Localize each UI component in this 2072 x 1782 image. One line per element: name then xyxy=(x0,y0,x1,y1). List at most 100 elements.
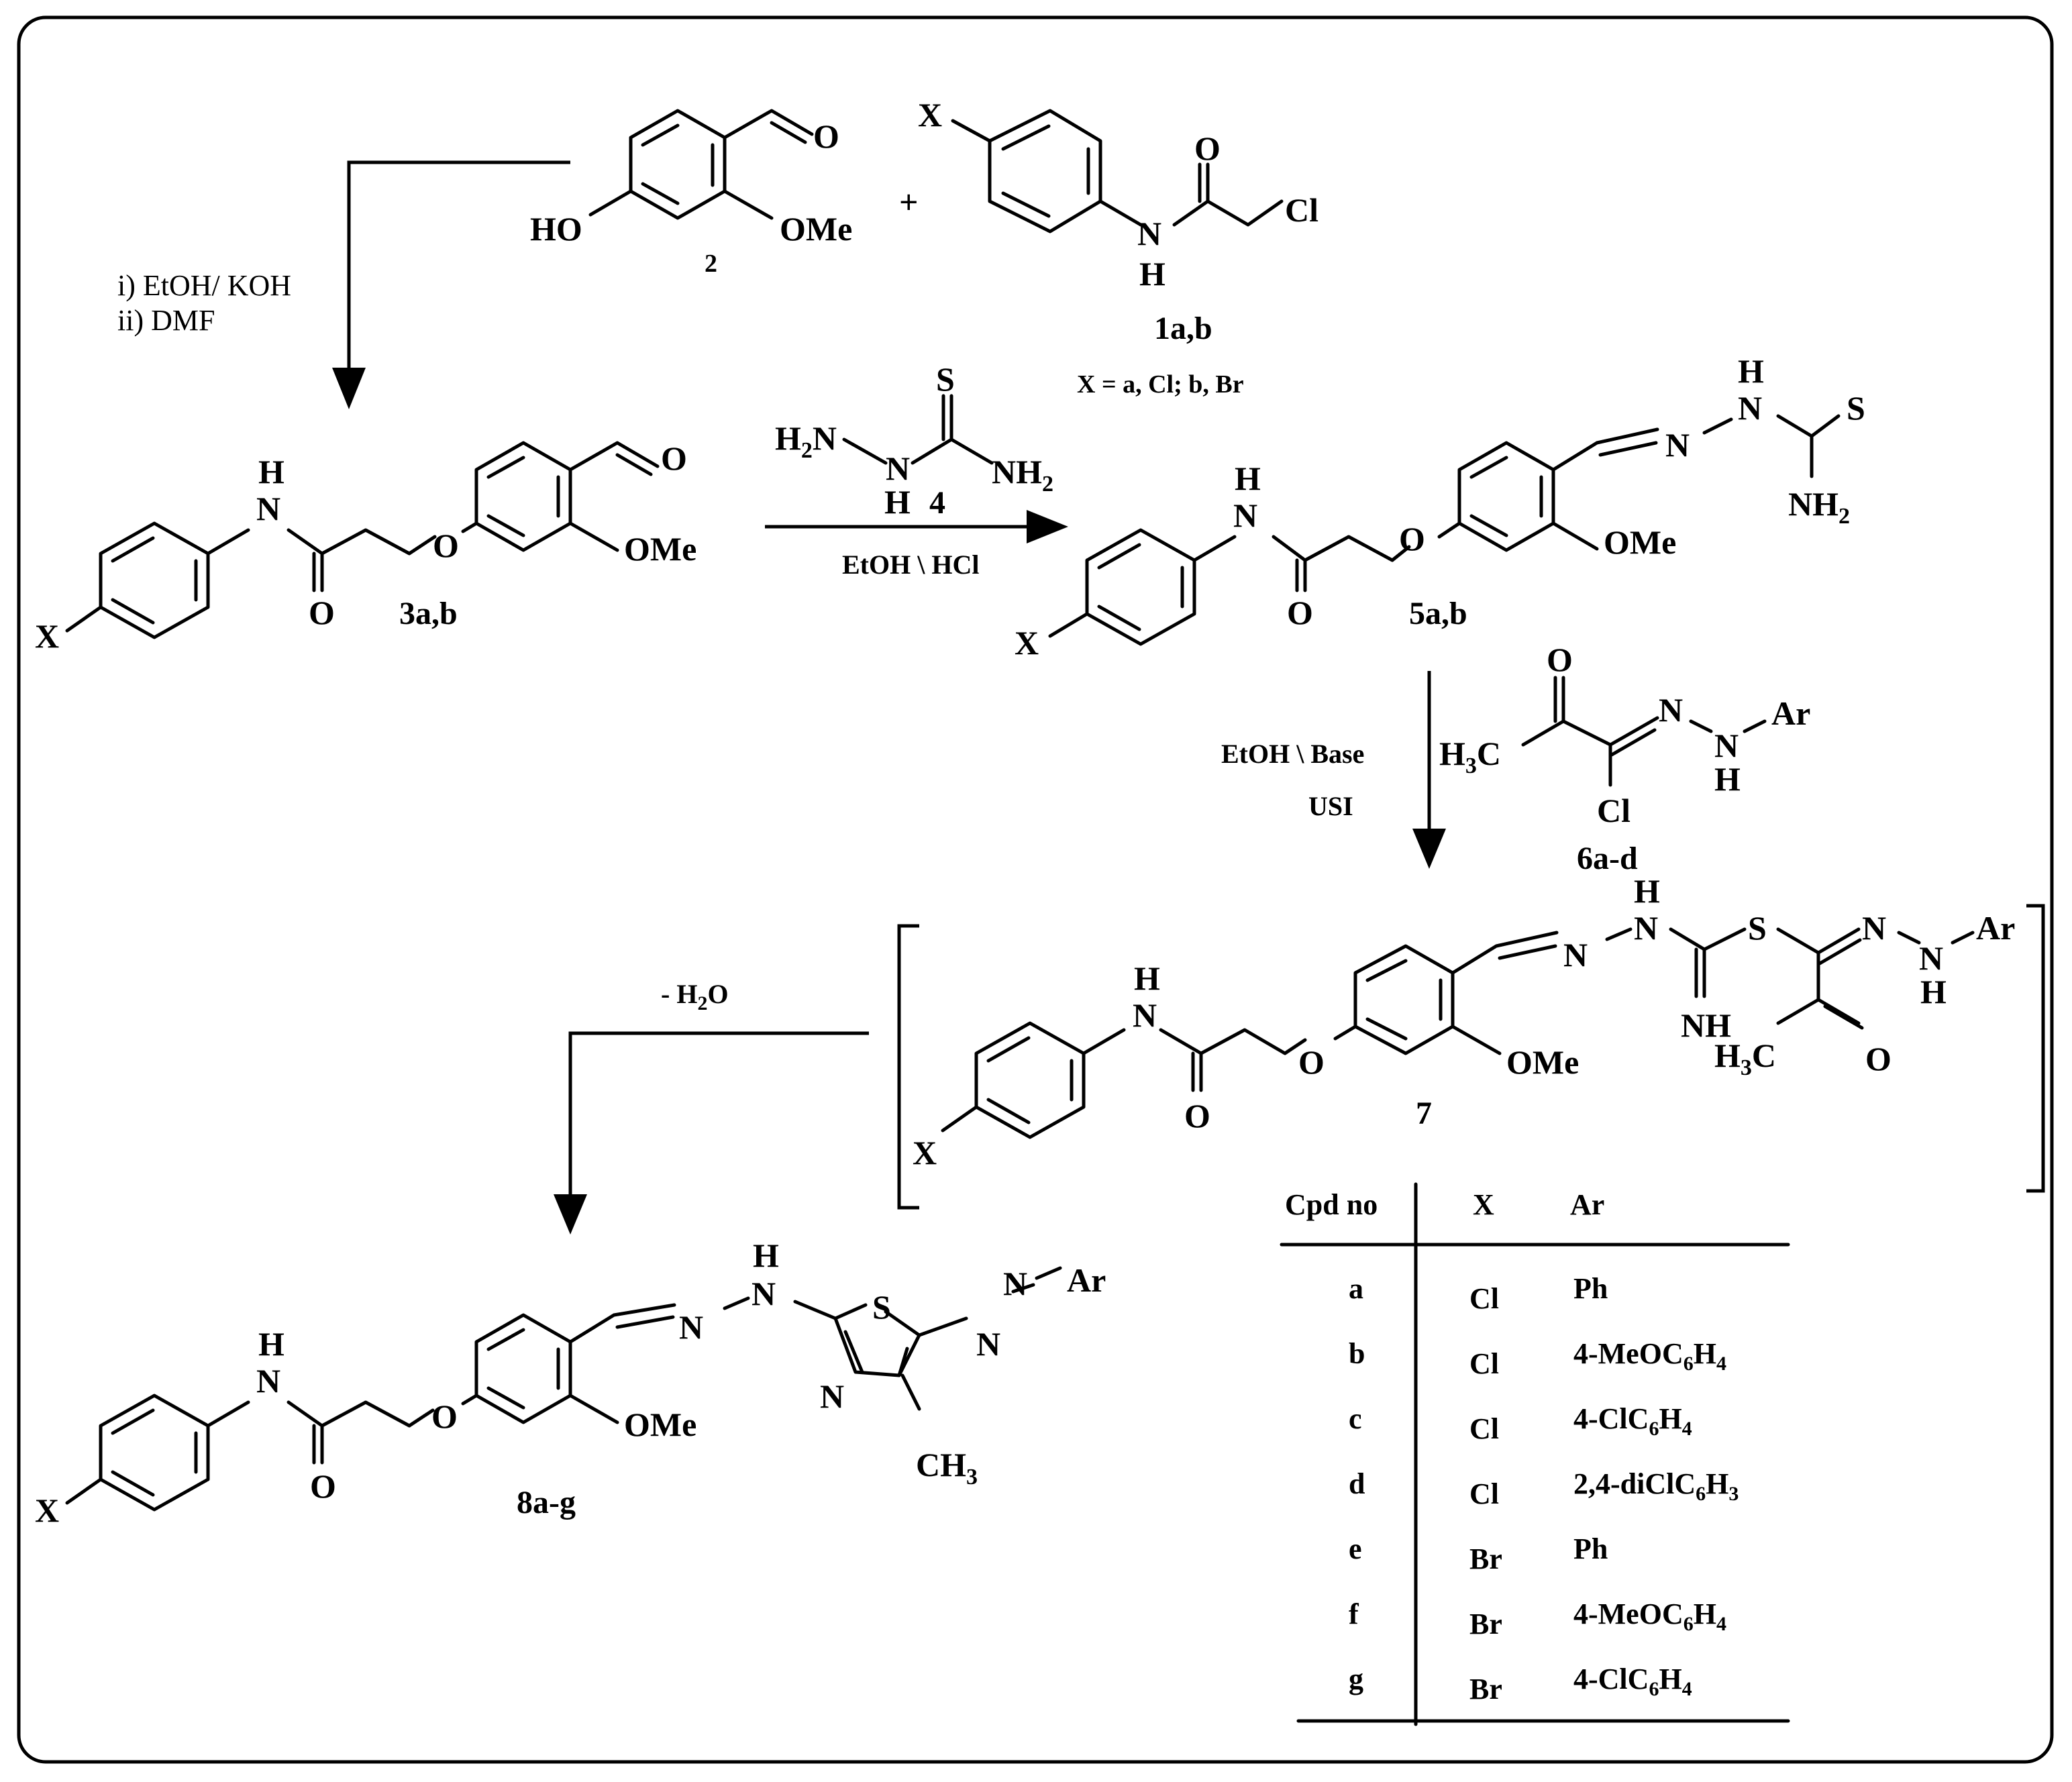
c3-ome: OMe xyxy=(624,530,696,568)
table-cell-x: Br xyxy=(1469,1542,1502,1575)
c4-h2n: H2N xyxy=(775,419,837,463)
c6-n: N xyxy=(1659,691,1683,729)
c3-n: N xyxy=(256,490,280,527)
c3-label: 3a,b xyxy=(399,596,458,631)
table-header-cpd: Cpd no xyxy=(1285,1188,1378,1221)
c7-h3c: H3C xyxy=(1714,1037,1776,1080)
compound-2: O HO OMe 2 xyxy=(530,109,852,278)
c7-n3: N xyxy=(1919,939,1943,977)
c7-nh: NH xyxy=(1681,1006,1731,1044)
c5-o-amide: O xyxy=(1287,594,1313,631)
c7-nh-h: H xyxy=(1634,872,1660,910)
compound-3ab: X H N O O OMe O 3a,b xyxy=(35,439,696,655)
c8-n-azo2: N xyxy=(1003,1265,1027,1302)
c8-nh-n: N xyxy=(752,1275,776,1312)
table-cell-cpd: f xyxy=(1349,1597,1359,1630)
compound-5ab: X H N O O OMe N N H S NH2 5a,b xyxy=(1015,352,1865,662)
table-cell-x: Cl xyxy=(1469,1282,1499,1315)
c6-h3c: H3C xyxy=(1439,735,1501,778)
c7-label: 7 xyxy=(1416,1096,1432,1131)
c5-ome: OMe xyxy=(1604,523,1676,561)
c4-nh2: NH2 xyxy=(992,453,1053,496)
c3-x: X xyxy=(35,617,59,655)
c7-n2: N xyxy=(1862,909,1886,947)
c1-h: H xyxy=(1139,255,1166,293)
c8-label: 8a-g xyxy=(517,1485,576,1520)
c3-o-amide: O xyxy=(309,594,335,631)
c7-n: N xyxy=(1133,996,1157,1034)
table-cell-x: Cl xyxy=(1469,1412,1499,1445)
step2-arrow: EtOH \ HCl xyxy=(765,510,1068,580)
step3-arrow: EtOH \ Base USI xyxy=(1221,671,1446,869)
c3-o-ether: O xyxy=(433,527,459,564)
step2-cond: EtOH \ HCl xyxy=(842,549,979,580)
table-cell-ar: Ph xyxy=(1573,1532,1608,1565)
compound-6ad: H3C O N N H Ar Cl 6a-d xyxy=(1439,641,1810,876)
table-cell-cpd: e xyxy=(1349,1532,1362,1565)
c7-x: X xyxy=(913,1134,937,1171)
c5-x: X xyxy=(1015,624,1039,662)
c3-h: H xyxy=(258,453,284,490)
c1-label: 1a,b xyxy=(1154,311,1212,346)
c2-ho: HO xyxy=(530,210,582,248)
c1-x: X xyxy=(918,96,942,134)
table-cell-x: Cl xyxy=(1469,1347,1499,1380)
step4-arrow: - H2O xyxy=(554,979,869,1235)
c5-h: H xyxy=(1235,460,1261,497)
c5-nh2: NH2 xyxy=(1788,485,1850,529)
table-header-x: X xyxy=(1473,1188,1494,1221)
c7-o-ether: O xyxy=(1298,1043,1325,1081)
c1-cl: Cl xyxy=(1285,191,1318,229)
step1-arrow: i) EtOH/ KOH ii) DMF xyxy=(117,160,570,409)
c5-n-imine: N xyxy=(1665,426,1690,464)
c2-aldehyde-o: O xyxy=(813,117,839,155)
table-cell-cpd: b xyxy=(1349,1337,1365,1370)
table-cell-cpd: a xyxy=(1349,1272,1363,1305)
c5-nh-h: H xyxy=(1738,352,1764,390)
table-cell-ar: 4-ClC6H4 xyxy=(1573,1663,1692,1700)
c5-n: N xyxy=(1233,496,1257,534)
step1-cond-1: i) EtOH/ KOH xyxy=(117,269,291,302)
c4-label: 4 xyxy=(929,485,945,521)
c7-o2: O xyxy=(1865,1040,1892,1078)
table-cell-cpd: d xyxy=(1349,1467,1365,1500)
c8-x: X xyxy=(35,1491,59,1529)
table-cell-ar: Ph xyxy=(1573,1272,1608,1305)
compound-8ag: X H N O O OMe N N H S N CH3 N N Ar 8a-g xyxy=(35,1237,1106,1529)
c6-ar: Ar xyxy=(1771,694,1810,732)
c8-o-ether: O xyxy=(431,1398,458,1435)
c5-label: 5a,b xyxy=(1409,596,1467,631)
c7-h: H xyxy=(1134,959,1160,997)
table-cell-ar: 4-ClC6H4 xyxy=(1573,1402,1692,1440)
table-cell-cpd: g xyxy=(1349,1663,1363,1695)
c8-n-ring: N xyxy=(820,1377,844,1415)
step3-cond-2: USI xyxy=(1308,791,1353,821)
c8-n-azo1: N xyxy=(976,1325,1000,1363)
scheme-frame xyxy=(17,15,2054,1764)
c6-cl: Cl xyxy=(1597,792,1630,829)
table-cell-x: Cl xyxy=(1469,1477,1499,1510)
c5-nh-n: N xyxy=(1738,389,1762,427)
table-cell-x: Br xyxy=(1469,1608,1502,1640)
c5-s: S xyxy=(1847,389,1865,427)
c8-ch3: CH3 xyxy=(916,1446,978,1489)
c4-s: S xyxy=(936,360,955,398)
table-cell-ar: 4-MeOC6H4 xyxy=(1573,1337,1726,1375)
step4-cond: - H2O xyxy=(661,979,729,1014)
compound-1ab: X N H O Cl 1a,b X = a, Cl; b, Br xyxy=(918,96,1318,399)
c6-nh-h: H xyxy=(1714,760,1741,798)
x-definition: X = a, Cl; b, Br xyxy=(1077,370,1244,399)
table-header-ar: Ar xyxy=(1570,1188,1604,1221)
table-cell-ar: 2,4-diClC6H3 xyxy=(1573,1467,1739,1505)
c1-o: O xyxy=(1194,129,1221,167)
c8-n: N xyxy=(256,1362,280,1400)
step1-cond-2: ii) DMF xyxy=(117,304,215,337)
c4-nh-h: H xyxy=(884,483,911,521)
c8-ar: Ar xyxy=(1067,1261,1106,1299)
c8-ome: OMe xyxy=(624,1406,696,1443)
c8-n-imine: N xyxy=(679,1308,703,1346)
table-cell-cpd: c xyxy=(1349,1402,1362,1435)
